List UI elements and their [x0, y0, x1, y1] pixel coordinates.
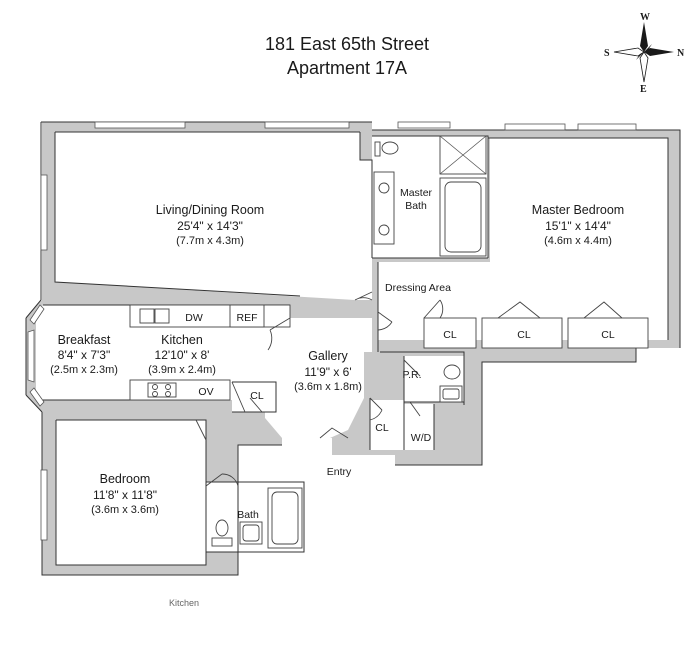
living-room-dims: 25'4" x 14'3" — [177, 219, 243, 233]
compass-rose — [613, 22, 674, 83]
gallery-dims: 11'9" x 6' — [304, 365, 351, 379]
master-bedroom-name: Master Bedroom — [532, 203, 624, 217]
breakfast-metric: (2.5m x 2.3m) — [50, 364, 118, 376]
bedroom-dims: 11'8" x 11'8" — [93, 488, 157, 502]
compass-north-label: N — [677, 48, 685, 59]
kitchen-name: Kitchen — [161, 333, 203, 347]
compass-east-label: E — [640, 84, 647, 95]
washer-dryer-label: W/D — [411, 432, 432, 444]
master-bath-name-1: Master — [400, 187, 433, 199]
closet-label: CL — [443, 329, 457, 341]
windows — [27, 121, 637, 541]
closet-label: CL — [517, 329, 531, 341]
compass-west-label: W — [640, 12, 650, 23]
breakfast-dims: 8'4" x 7'3" — [58, 348, 110, 362]
bedroom-name: Bedroom — [100, 472, 151, 486]
dressing-area-name: Dressing Area — [385, 282, 451, 294]
master-closets — [423, 317, 649, 349]
kitchen-dims: 12'10" x 8' — [155, 348, 210, 362]
entry-name: Entry — [327, 466, 352, 478]
bath-fixtures — [211, 487, 303, 549]
kitchen-metric: (3.9m x 2.4m) — [148, 364, 216, 376]
kitchen-caption: Kitchen — [169, 598, 199, 608]
master-bedroom-metric: (4.6m x 4.4m) — [544, 235, 612, 247]
bedroom-metric: (3.6m x 3.6m) — [91, 504, 159, 516]
powder-room-fixtures — [439, 364, 463, 403]
closet-label: CL — [601, 329, 615, 341]
refrigerator-label: REF — [237, 312, 258, 324]
powder-room-name: P.R. — [402, 369, 421, 381]
breakfast-name: Breakfast — [58, 333, 111, 347]
master-bath-fixtures — [373, 135, 487, 257]
bath-name: Bath — [237, 509, 259, 521]
kitchen-fixtures — [129, 304, 291, 401]
master-bath-name-2: Bath — [405, 200, 427, 212]
title-apartment: Apartment 17A — [287, 58, 407, 78]
gallery-metric: (3.6m x 1.8m) — [294, 381, 362, 393]
doors — [195, 291, 623, 487]
oven-label: OV — [198, 386, 213, 398]
closet-label: CL — [375, 422, 389, 434]
closet-label: CL — [250, 390, 264, 402]
compass-south-label: S — [604, 48, 610, 59]
title-address: 181 East 65th Street — [265, 34, 429, 54]
living-room-name: Living/Dining Room — [156, 203, 264, 217]
living-room-metric: (7.7m x 4.3m) — [176, 235, 244, 247]
gallery-name: Gallery — [308, 349, 348, 363]
master-bedroom-dims: 15'1" x 14'4" — [545, 219, 611, 233]
dishwasher-label: DW — [185, 312, 203, 324]
